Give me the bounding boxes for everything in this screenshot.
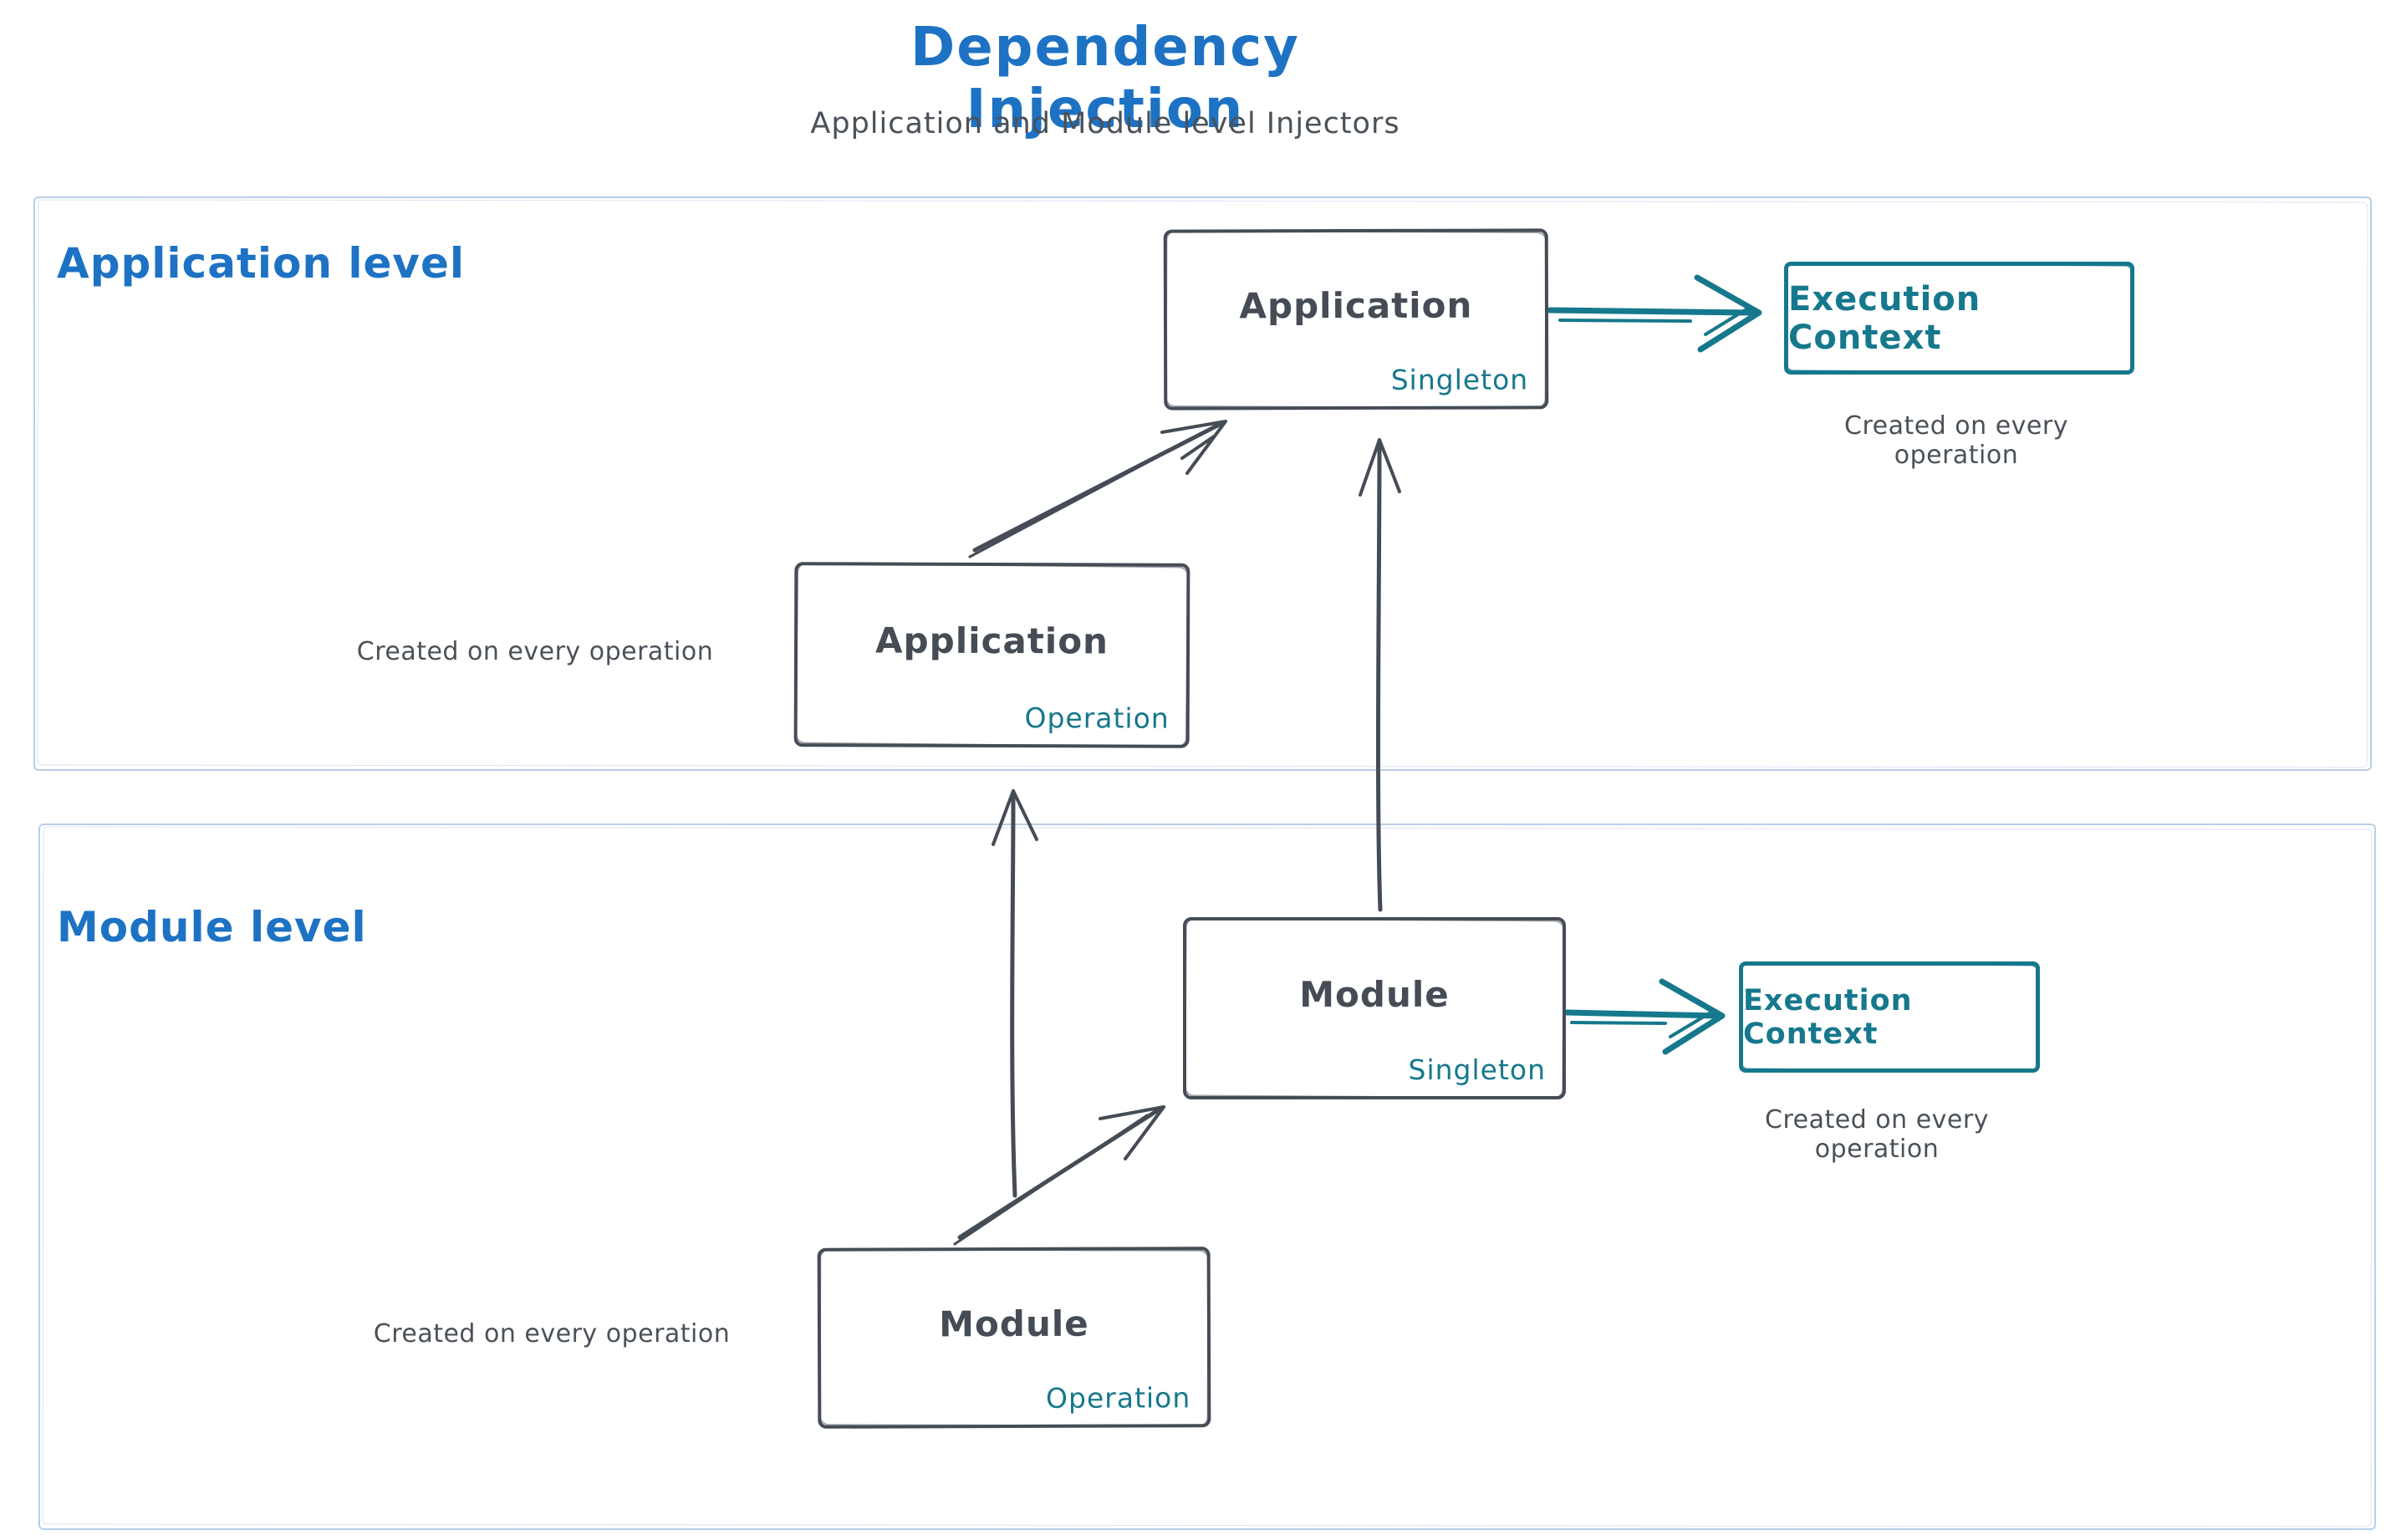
caption-module-execution-context: Created on every operation	[1765, 1105, 1989, 1164]
node-title: Module	[939, 1303, 1089, 1344]
node-scope-label: Operation	[1024, 701, 1170, 735]
node-scope-label: Singleton	[1390, 363, 1529, 396]
node-scope-label: Operation	[1045, 1381, 1191, 1415]
node-module-singleton: Module Singleton	[1183, 917, 1566, 1099]
page-title: Dependency Injection	[910, 17, 1300, 140]
execution-context-application: Execution Context	[1784, 262, 2134, 375]
caption-application-operation: Created on every operation	[356, 637, 714, 666]
section-module-level	[38, 824, 2376, 1530]
page-subtitle: Application and Module level Injectors	[810, 107, 1400, 140]
execution-context-module: Execution Context	[1739, 961, 2040, 1073]
section-module-label: Module level	[57, 903, 367, 951]
node-module-operation: Module Operation	[817, 1247, 1211, 1429]
section-application-label: Application level	[57, 239, 466, 288]
node-application-operation: Application Operation	[793, 562, 1190, 748]
caption-module-operation: Created on every operation	[373, 1319, 731, 1349]
node-application-singleton: Application Singleton	[1163, 228, 1549, 410]
node-title: Module	[1299, 973, 1450, 1015]
node-title: Application	[1239, 284, 1473, 326]
node-scope-label: Singleton	[1408, 1053, 1546, 1086]
section-application-level	[33, 196, 2372, 771]
execution-context-label: Execution Context	[1788, 279, 1981, 357]
caption-application-execution-context: Created on every operation	[1844, 411, 2068, 470]
execution-context-label: Execution Context	[1743, 983, 1913, 1051]
node-title: Application	[875, 620, 1109, 662]
